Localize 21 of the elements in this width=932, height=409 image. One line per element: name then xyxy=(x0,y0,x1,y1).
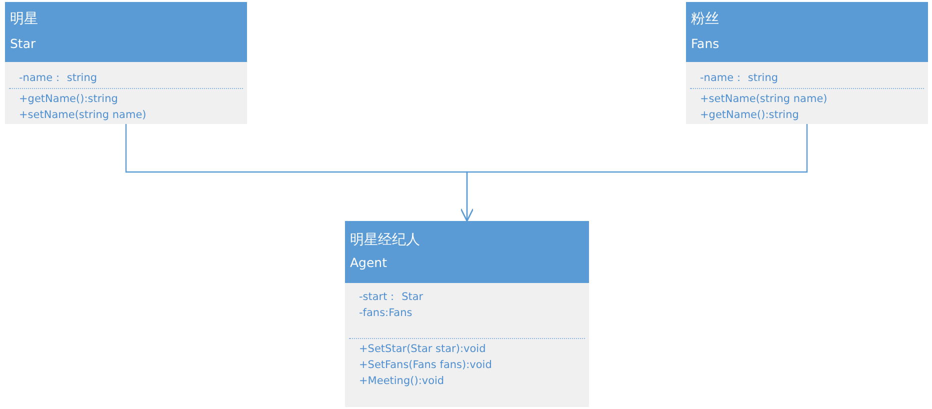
class-box xyxy=(5,2,247,124)
method-text: +setName(string name) xyxy=(700,92,828,107)
class-subtitle: Star xyxy=(10,36,36,51)
attribute-text: -name： string xyxy=(700,71,778,86)
method-text: +setName(string name) xyxy=(19,108,146,123)
class-title: 明星 xyxy=(10,10,38,28)
connector-arrow xyxy=(460,124,808,222)
attribute-text: -name： string xyxy=(19,71,98,86)
method-text: +getName():string xyxy=(19,92,118,107)
class-subtitle: Agent xyxy=(350,255,387,270)
class-box xyxy=(345,221,589,407)
method-text: +getName():string xyxy=(700,108,799,123)
class-title: 明星经纪人 xyxy=(350,231,420,249)
attribute-text: -fans:Fans xyxy=(359,306,412,321)
class-title: 粉丝 xyxy=(691,10,719,28)
method-text: +SetStar(Star star):void xyxy=(359,342,486,357)
method-text: +Meeting():void xyxy=(359,374,444,389)
method-text: +SetFans(Fans fans):void xyxy=(359,358,492,373)
class-box xyxy=(686,2,928,124)
class-subtitle: Fans xyxy=(691,36,720,51)
attribute-text: -start： Star xyxy=(359,290,424,305)
